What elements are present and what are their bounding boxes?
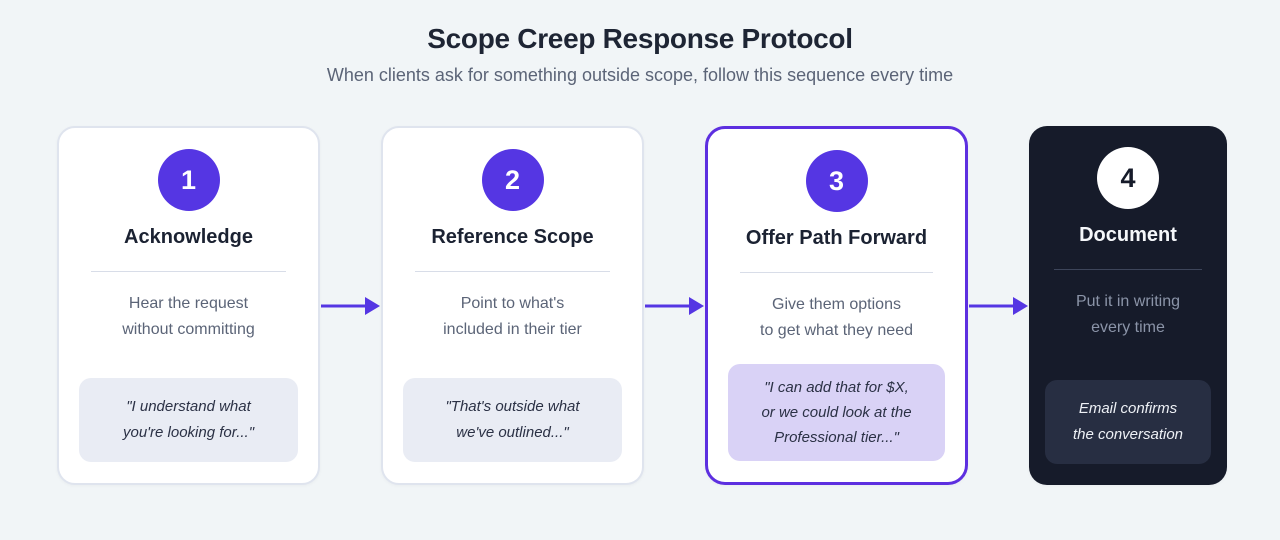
step-description: Give them options to get what they need [760, 296, 913, 339]
step-description: Point to what's included in their tier [443, 295, 582, 338]
divider [91, 271, 286, 272]
step-quote: "I can add that for $X, or we could look… [728, 364, 945, 461]
step-number: 3 [828, 165, 845, 196]
page-subtitle: When clients ask for something outside s… [326, 65, 954, 85]
step-number: 4 [1120, 162, 1136, 193]
step-card-offer-path-forward: 3 Offer Path Forward Give them options t… [705, 126, 968, 485]
step-number-badge: 3 [805, 150, 868, 212]
arrow-right-icon [321, 296, 380, 315]
step-flow: 1 Acknowledge Hear the request without c… [57, 126, 1227, 485]
divider [415, 271, 610, 272]
arrow-right-icon [969, 296, 1028, 315]
step-quote: "That's outside what we've outlined..." [403, 378, 622, 462]
divider [740, 272, 933, 273]
step-title: Reference Scope [431, 226, 594, 248]
step-quote: Email confirms the conversation [1045, 380, 1211, 464]
header: Scope Creep Response Protocol When clien… [0, 23, 1280, 86]
step-card-reference-scope: 2 Reference Scope Point to what's includ… [381, 126, 644, 485]
step-number-badge: 1 [157, 149, 220, 211]
arrow-right-icon [645, 296, 704, 315]
step-description: Hear the request without committing [122, 295, 255, 338]
step-number: 1 [180, 164, 197, 195]
divider [1053, 269, 1203, 270]
step-number-badge: 4 [1097, 147, 1159, 209]
step-title: Document [1079, 224, 1177, 246]
step-title: Acknowledge [124, 226, 253, 248]
step-card-acknowledge: 1 Acknowledge Hear the request without c… [57, 126, 320, 485]
step-title: Offer Path Forward [745, 227, 928, 249]
step-number: 2 [504, 164, 521, 195]
step-quote: "I understand what you're looking for...… [79, 378, 298, 462]
step-description: Put it in writing every time [1075, 293, 1181, 336]
page-title: Scope Creep Response Protocol [427, 23, 853, 54]
arrow-cell [968, 126, 1029, 485]
step-card-document: 4 Document Put it in writing every time … [1029, 126, 1227, 485]
arrow-cell [644, 126, 705, 485]
arrow-cell [320, 126, 381, 485]
step-number-badge: 2 [481, 149, 544, 211]
